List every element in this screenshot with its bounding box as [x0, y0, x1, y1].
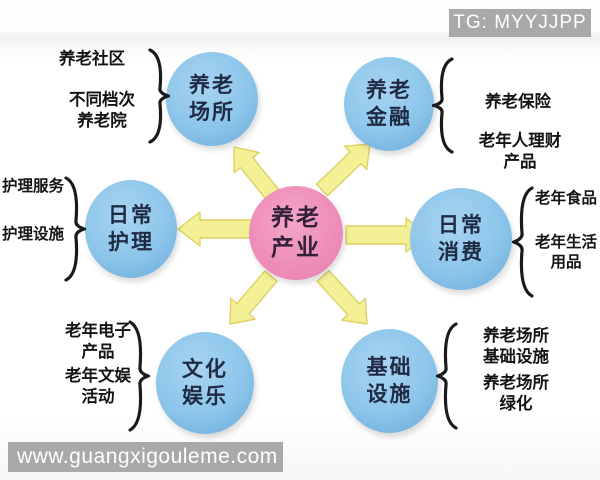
- label-line: 老年食品: [534, 190, 597, 207]
- node-label-line: 养老: [366, 78, 412, 102]
- brace-daily-care: [64, 176, 86, 282]
- brace-elder-care-places: [148, 48, 170, 144]
- label-line: 老年电子: [65, 322, 131, 340]
- label-line: 用品: [550, 254, 582, 272]
- label-line: 老年生活: [534, 234, 597, 251]
- label-nursing-home-grades: 不同档次 养老院: [44, 90, 160, 133]
- label-care-facilities: 护理设施: [0, 225, 66, 245]
- arrow-to-daily-care: [177, 211, 254, 247]
- label-elder-entertainment-activities: 老年文娱 活动: [46, 366, 150, 409]
- label-place-greening: 养老场所 绿化: [460, 373, 572, 416]
- node-label-line: 娱乐: [182, 385, 228, 408]
- arrow-to-elder-care-places: [233, 146, 279, 200]
- brace-elder-care-finance: [432, 57, 454, 154]
- node-label-line: 基础: [366, 355, 413, 379]
- label-line: 养老院: [77, 112, 127, 131]
- label-place-infrastructure: 养老场所 基础设施: [460, 326, 572, 369]
- node-label-line: 养老: [189, 73, 235, 97]
- center-node-pension-industry: 养老 产业: [249, 186, 343, 280]
- label-elder-electronics: 老年电子 产品: [46, 321, 150, 364]
- node-daily-care: 日常 护理: [85, 180, 177, 278]
- label-line: 养老社区: [59, 50, 125, 68]
- arrow-to-culture-entertainment: [229, 270, 278, 325]
- node-daily-consumption: 日常 消费: [410, 188, 512, 290]
- label-line: 养老场所: [483, 327, 549, 345]
- label-line: 绿化: [499, 395, 533, 414]
- label-pension-insurance: 养老保险: [466, 92, 570, 113]
- node-label-line: 文化: [182, 357, 228, 381]
- node-infrastructure: 基础 设施: [341, 329, 438, 433]
- node-label-line: 护理: [108, 231, 154, 254]
- node-label-line: 日常: [108, 203, 154, 227]
- label-line: 养老保险: [485, 93, 551, 111]
- arrow-to-infrastructure: [316, 269, 368, 325]
- node-culture-entertainment: 文化 娱乐: [156, 332, 254, 434]
- label-line: 护理设施: [1, 226, 64, 243]
- label-elder-food: 老年食品: [532, 189, 600, 209]
- label-care-services: 护理服务: [0, 177, 66, 197]
- node-label-line: 场所: [189, 101, 235, 124]
- watermark-telegram: TG: MYYJJPP: [449, 9, 591, 37]
- label-line: 基础设施: [483, 348, 549, 367]
- node-elder-care-places: 养老 场所: [166, 52, 258, 146]
- label-line: 老年文娱: [65, 367, 131, 385]
- label-line: 不同档次: [69, 91, 135, 109]
- node-label-line: 设施: [366, 383, 413, 406]
- node-label-line: 金融: [366, 106, 412, 129]
- brace-daily-consumption: [512, 186, 534, 298]
- label-elder-financial-products: 老年人理财 产品: [458, 131, 582, 174]
- label-elder-community: 养老社区: [40, 49, 144, 70]
- label-line: 养老场所: [483, 374, 549, 392]
- node-label-line: 消费: [438, 241, 484, 264]
- label-line: 活动: [81, 388, 115, 407]
- node-elder-care-finance: 养老 金融: [344, 57, 434, 151]
- arrow-to-elder-care-finance: [315, 143, 371, 197]
- label-elder-daily-goods: 老年生活 用品: [532, 233, 600, 273]
- center-node-label-line2: 产业: [271, 234, 321, 260]
- brace-culture-entertainment: [128, 320, 150, 432]
- watermark-site-url: www.guangxigouleme.com: [8, 442, 283, 472]
- node-label-line: 日常: [438, 213, 484, 237]
- label-line: 老年人理财: [478, 132, 562, 150]
- brace-infrastructure: [436, 322, 458, 430]
- label-line: 产品: [503, 153, 537, 172]
- center-node-label-line1: 养老: [271, 204, 321, 231]
- label-line: 产品: [81, 343, 115, 362]
- label-line: 护理服务: [1, 178, 64, 195]
